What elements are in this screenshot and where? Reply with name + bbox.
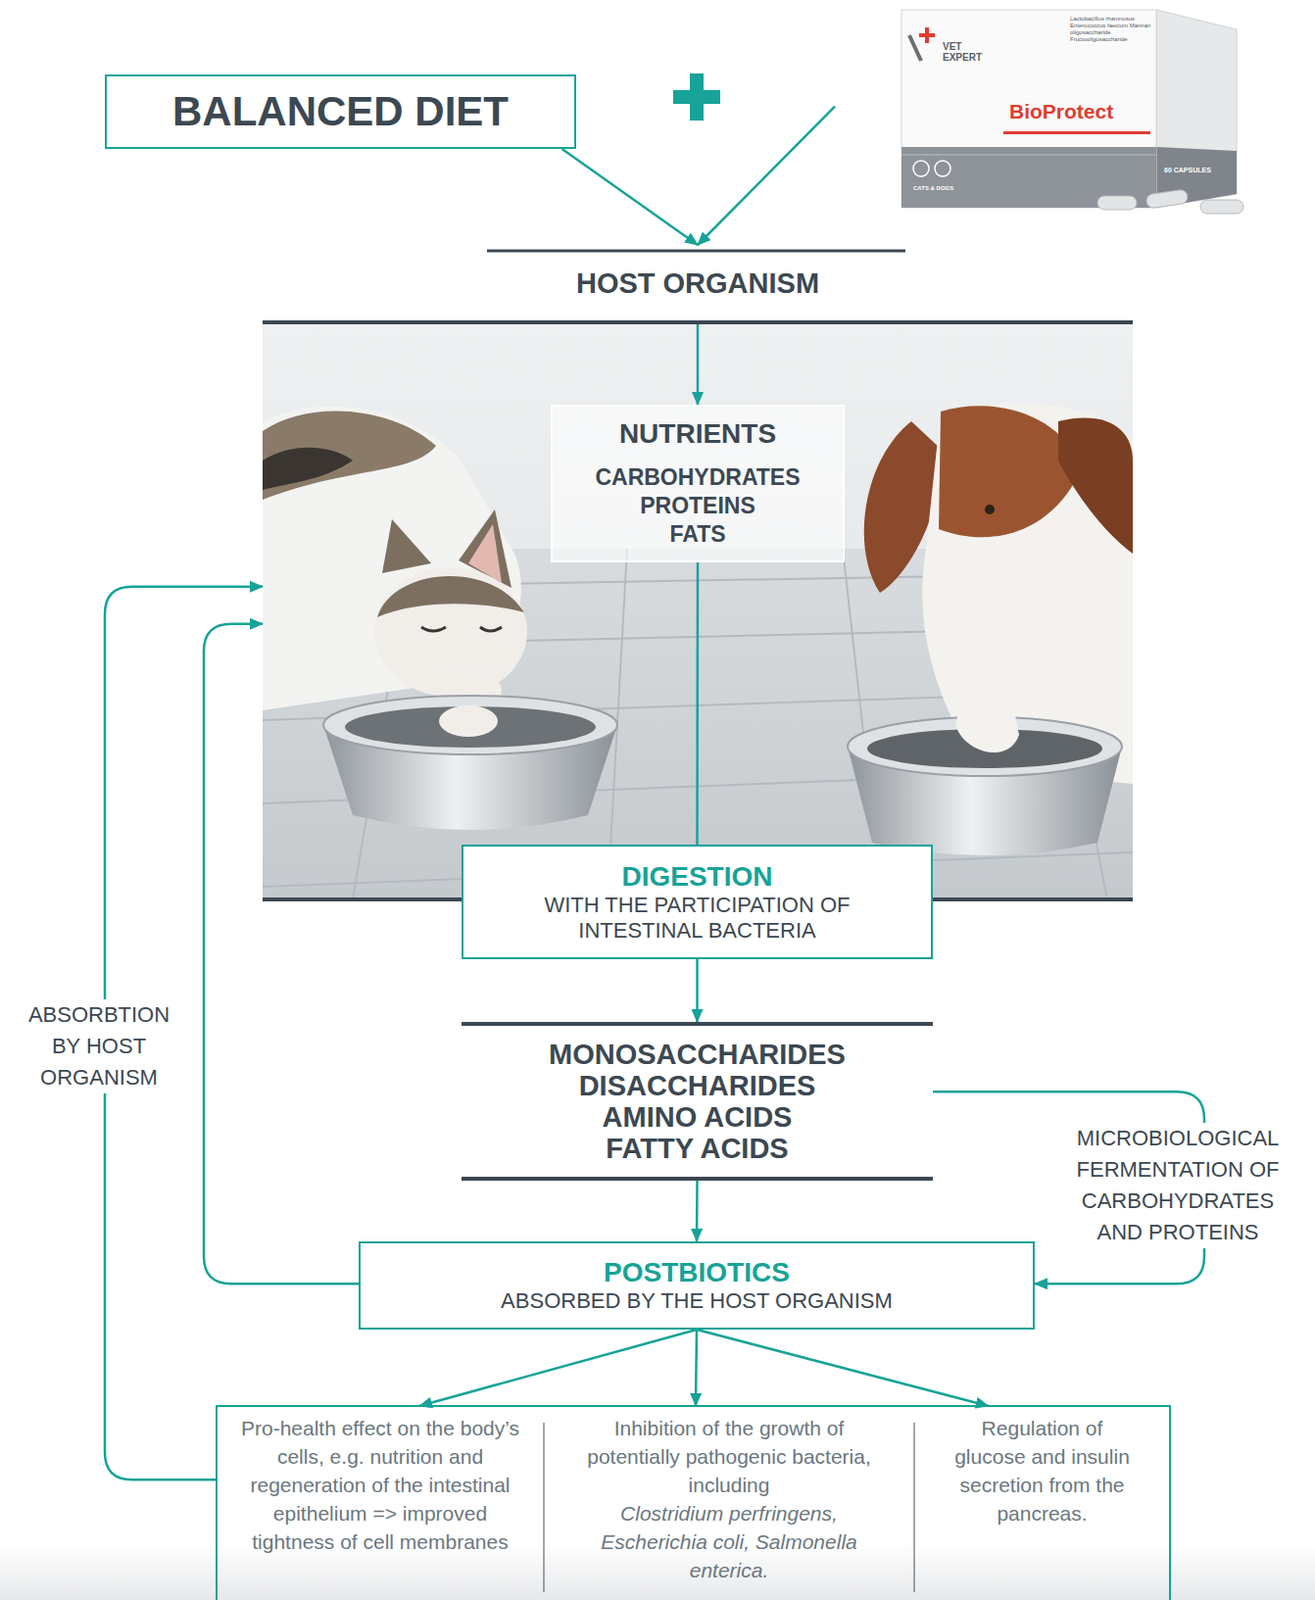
product-band: MONOSACCHARIDESDISACCHARIDESAMINO ACIDSF… <box>461 1022 933 1181</box>
cat-figure <box>377 576 525 618</box>
connector-arrow <box>697 106 835 245</box>
connector-arrow <box>562 148 698 245</box>
product-package-art <box>1145 189 1189 209</box>
product-package-art <box>1097 195 1137 210</box>
species-list: Clostridium perfringens, Escherichia col… <box>576 1499 882 1585</box>
cat-bowl <box>323 695 618 830</box>
plus-sign <box>673 73 721 121</box>
process-box: POSTBIOTICSABSORBED BY THE HOST ORGANISM <box>358 1241 1035 1330</box>
effect-column: Inhibition of the growth of potentially … <box>543 1406 915 1600</box>
product-package-art <box>1003 131 1151 135</box>
effects-frame <box>216 1406 1170 1600</box>
process-box: DIGESTIONWITH THE PARTICIPATION OF INTES… <box>461 844 933 960</box>
effect-column: Pro-health effect on the body’s cells, e… <box>216 1406 544 1600</box>
cat-figure <box>262 411 437 500</box>
list-item: PROTEINS <box>639 491 756 521</box>
connector-arrow <box>696 324 700 405</box>
box-title: BALANCED DIET <box>172 88 509 136</box>
cat-figure <box>262 406 528 713</box>
host-panel: HOST ORGANISM NUTRIENTS CARBOHYDRATESPROTE… <box>262 244 1133 900</box>
effect-text: Regulation of glucose and insulin secret… <box>946 1413 1138 1528</box>
species-label: CATS & DOGS <box>913 184 954 193</box>
dog-bowl <box>955 685 1020 753</box>
cat-figure <box>421 627 446 632</box>
connector-arrow <box>203 624 359 1284</box>
product-name: BioProtect <box>1009 99 1114 124</box>
effect-column: Regulation of glucose and insulin secret… <box>914 1406 1170 1600</box>
list-item: FATTY ACIDS <box>605 1132 788 1165</box>
dog-figure <box>1058 417 1133 554</box>
box-body: WITH THE PARTICIPATION OF INTESTINAL BAC… <box>487 892 909 944</box>
list-item: FATS <box>669 520 726 549</box>
photo-border <box>262 320 1133 325</box>
edge-label: MICROBIOLOGICAL FERMENTATION OF CARBOHYD… <box>1068 1122 1289 1249</box>
nutrient-box: NUTRIENTS CARBOHYDRATESPROTEINSFATS <box>550 404 845 563</box>
product-package-art <box>1200 199 1244 214</box>
connector-arrow <box>419 1329 697 1407</box>
pets-photo <box>262 322 1133 900</box>
input-box: BALANCED DIET <box>104 74 577 149</box>
product-package-art <box>919 33 935 38</box>
host-rule <box>487 249 906 253</box>
edge-label: ABSORBTION BY HOST ORGANISM <box>18 999 181 1094</box>
connector-arrow <box>696 1329 989 1407</box>
list-item: CARBOHYDRATES <box>594 463 800 492</box>
ingredient-list: Lactobacillus rhamnosus Enterococcus fae… <box>1070 15 1153 44</box>
box-title: POSTBIOTICS <box>603 1257 790 1289</box>
connector-arrow <box>695 1329 697 1407</box>
product-package-art <box>901 9 1157 208</box>
connector-arrow <box>695 1180 699 1242</box>
product-package: VET EXPERT BioProtect Lactobacillus rhamno… <box>834 1 1251 220</box>
brand-logo: VET EXPERT <box>942 41 986 63</box>
cat-figure <box>262 447 353 490</box>
product-package-art <box>901 153 1157 156</box>
list-item: DISACCHARIDES <box>579 1070 817 1102</box>
box-body: ABSORBED BY THE HOST ORGANISM <box>500 1288 893 1315</box>
list-item: AMINO ACIDS <box>602 1101 793 1133</box>
list-item: MONOSACCHARIDES <box>548 1038 846 1071</box>
pets-photo <box>262 322 1133 900</box>
box-title: NUTRIENTS <box>619 418 777 450</box>
dog-bowl <box>847 685 1122 856</box>
product-package-art <box>909 35 922 61</box>
panel-title: HOST ORGANISM <box>576 266 820 300</box>
column-divider <box>543 1422 545 1593</box>
cat-figure <box>382 519 432 574</box>
capsule-count: 60 CAPSULES <box>1164 166 1221 175</box>
product-package-art <box>913 160 929 177</box>
product-package-art <box>901 9 1244 214</box>
column-divider <box>914 1422 916 1593</box>
connector-arrow <box>695 562 699 845</box>
cat-bowl <box>438 705 498 737</box>
product-package-art <box>934 160 951 177</box>
dog-figure <box>984 504 995 515</box>
product-package-art <box>1156 9 1237 208</box>
cat-figure <box>480 627 502 632</box>
cat-bowl <box>344 706 596 748</box>
cat-bowl <box>323 695 618 755</box>
plus-sign <box>673 90 721 104</box>
box-title: DIGESTION <box>621 861 773 893</box>
effect-text: Inhibition of the growth of potentially … <box>576 1413 882 1500</box>
connector-arrow <box>695 959 699 1023</box>
effect-text: Pro-health effect on the body’s cells, e… <box>230 1413 531 1557</box>
